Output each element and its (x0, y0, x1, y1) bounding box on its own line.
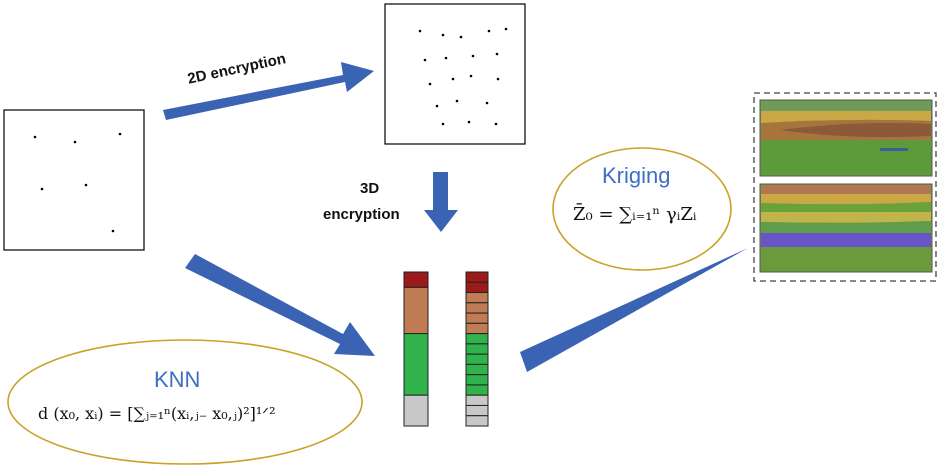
model-image-bottom (759, 183, 933, 273)
arrow-to-kriging-output (520, 248, 748, 372)
knn-title: KNN (154, 367, 201, 392)
right-column-cell (465, 353, 489, 365)
right-column-cell (465, 343, 489, 355)
left-column-block (403, 271, 429, 288)
kriging-formula: Z̄₀ = ∑ᵢ₌₁ⁿ γᵢZᵢ (573, 204, 697, 225)
kriging-output-panel (753, 92, 937, 282)
right-column-cell (465, 271, 489, 283)
model-image-top (759, 99, 933, 177)
kriging-title: Kriging (602, 163, 671, 188)
right-column-cell (465, 363, 489, 376)
right-column-cell (465, 292, 489, 304)
left-column-block (403, 286, 429, 335)
right-column-cell (465, 322, 489, 335)
right-column-cell (465, 312, 489, 324)
right-column-cell (465, 415, 489, 427)
left-column-block (403, 394, 429, 427)
arrow-2d-encryption (163, 62, 374, 120)
arrow-to-columns (185, 254, 375, 356)
encrypted-data-box (384, 3, 526, 145)
layer-column-left (403, 271, 429, 427)
label-3d: 3D (360, 180, 380, 197)
right-column-cell (465, 374, 489, 386)
right-column-cell (465, 394, 489, 406)
left-column-block (403, 333, 429, 396)
right-column-cell (465, 384, 489, 396)
knn-ellipse (7, 339, 363, 465)
knn-formula: d (x₀, xᵢ) = [∑ⱼ₌₁ⁿ(xᵢ,ⱼ₋ x₀,ⱼ)²]¹ᐟ² (38, 404, 276, 423)
right-column-cell (465, 302, 489, 314)
label-3d-encryption: encryption (323, 206, 400, 223)
kriging-ellipse (552, 147, 732, 271)
sparse-data-box (3, 109, 145, 251)
right-column-cell (465, 404, 489, 417)
right-column-cell (465, 333, 489, 345)
right-column-cell (465, 281, 489, 294)
layer-column-right (465, 271, 489, 427)
arrow-3d-encryption (424, 172, 458, 232)
